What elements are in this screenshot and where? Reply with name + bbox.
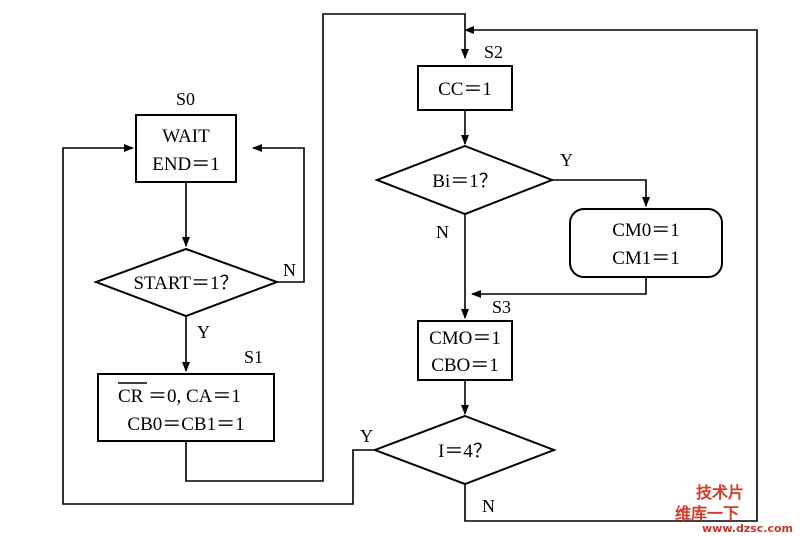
s1-line1: ＝0, CA＝1 (148, 386, 241, 407)
cc-box (417, 65, 513, 111)
cm-line2: CM1＝1 (612, 248, 680, 269)
cm-line1: CM0＝1 (612, 220, 680, 241)
cmo-line1: CMO＝1 (429, 328, 501, 349)
arrow-s1-to-s2 (185, 13, 469, 482)
state-label-s3: S3 (492, 297, 511, 317)
watermark: 技术片 维库一下 www.dzsc.com (675, 483, 793, 535)
bi-yes-label: Y (560, 150, 573, 170)
watermark-bottom: 维库一下 (675, 504, 739, 523)
cmo-box (417, 320, 513, 381)
state-s0: S0 WAIT END＝1 (135, 89, 237, 183)
i4-text: I＝4？ (438, 441, 492, 462)
arrow-start-no-loop (252, 144, 305, 283)
connectors (62, 13, 758, 522)
s1-box (97, 373, 275, 442)
state-label-s0: S0 (176, 89, 195, 109)
watermark-top: 技术片 (696, 483, 744, 502)
state-s3: S3 CMO＝1 CBO＝1 (417, 297, 513, 381)
cc-text: CC＝1 (438, 79, 492, 100)
start-text: START＝1？ (133, 273, 238, 294)
state-s2: S2 CC＝1 (417, 42, 513, 111)
bi-text: Bi＝1？ (432, 171, 497, 192)
arrow-i4-no-loop (464, 26, 758, 522)
state-s1: S1 CR ＝0, CA＝1 CB0＝CB1＝1 (97, 347, 275, 442)
bi-decision: Bi＝1？ Y N (374, 144, 573, 242)
wait-line1: WAIT (162, 126, 210, 147)
wait-box (135, 114, 237, 183)
arrow-i4-yes-loop (62, 144, 375, 505)
cm-block: CM0＝1 CM1＝1 (569, 208, 723, 278)
cmo-line2: CBO＝1 (431, 355, 499, 376)
start-yes-label: Y (197, 322, 210, 342)
start-no-label: N (283, 260, 296, 280)
s1-line2: CB0＝CB1＝1 (127, 414, 244, 435)
bi-diamond (374, 144, 555, 216)
arrow-bi-yes (552, 179, 650, 207)
watermark-url: www.dzsc.com (702, 522, 793, 535)
state-label-s1: S1 (244, 347, 263, 367)
i4-yes-label: Y (360, 426, 373, 446)
i4-no-label: N (482, 496, 495, 516)
arrow-cm-merge (471, 278, 647, 298)
state-label-s2: S2 (484, 42, 503, 62)
cm-box (569, 208, 723, 278)
i4-diamond (372, 414, 557, 486)
wait-line2: END＝1 (152, 154, 220, 175)
i4-decision: I＝4？ Y N (360, 414, 557, 516)
bi-no-label: N (436, 222, 449, 242)
s1-overbar-text: CR (118, 386, 144, 407)
start-decision: START＝1？ N Y (93, 247, 296, 342)
start-diamond (93, 247, 280, 318)
